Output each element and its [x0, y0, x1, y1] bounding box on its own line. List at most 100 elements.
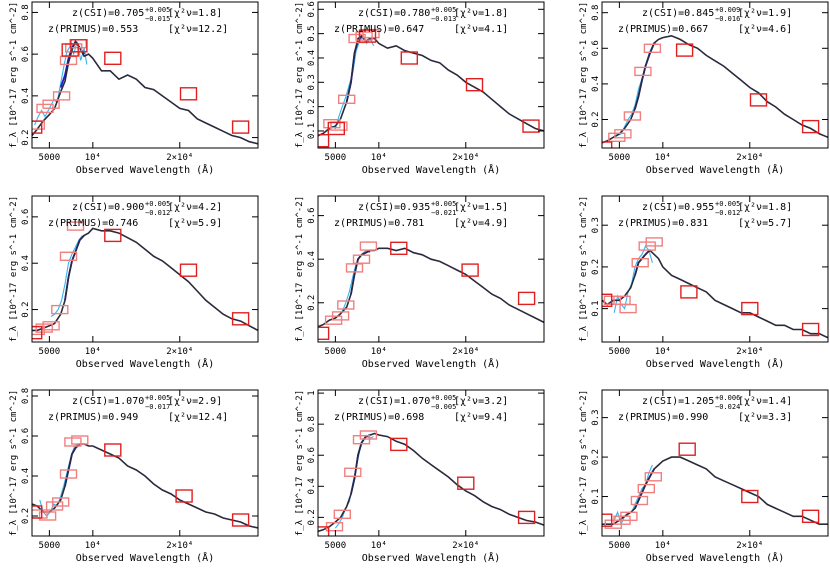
y-tick-label: 0.3: [591, 409, 601, 425]
photometry-box-csi: [461, 263, 479, 277]
photometry-box-primus: [631, 258, 649, 268]
axes-frame: [31, 195, 259, 343]
photometry-box-csi: [457, 476, 475, 490]
y-tick-label: 0.1: [307, 123, 317, 139]
chi2-primus: [χ²ν=4.6]: [738, 24, 792, 35]
z-csi-error-minus: −0.016: [715, 15, 740, 23]
photometry-box-primus: [348, 33, 366, 44]
x-tick-label: 2×10⁴: [736, 153, 763, 163]
x-tick-label: 10⁴: [655, 153, 671, 163]
chi2-csi: [χ²ν=1.8]: [738, 202, 792, 213]
z-csi-error-plus: +0.005: [145, 200, 170, 208]
z-csi-label: z(CSI)=1.070: [72, 396, 144, 407]
y-tick-label: 0.4: [21, 88, 31, 104]
photometry-box-csi: [231, 120, 250, 134]
plot-area: [318, 241, 544, 340]
y-axis-label: f_λ [10^-17 erg s^-1 cm^-2]: [579, 196, 589, 342]
observed-spectrum: [50, 235, 83, 317]
photometry-box-primus: [355, 31, 373, 41]
plot-area: [318, 430, 544, 536]
plot-area: [602, 442, 828, 529]
photometry-box-csi: [801, 509, 820, 523]
observed-spectrum: [338, 249, 371, 317]
chi2-primus: [χ²ν=12.2]: [168, 24, 228, 35]
chi2-primus: [χ²ν=12.4]: [168, 412, 228, 423]
photometry-box-csi: [32, 505, 43, 519]
y-tick-label: 0.3: [591, 217, 601, 233]
photometry-box-primus: [619, 303, 637, 314]
photometry-box-primus: [603, 295, 622, 305]
z-primus-label: z(PRIMUS)=0.990: [618, 412, 708, 423]
plot-area: [602, 34, 828, 148]
chi2-primus: [χ²ν=4.1]: [454, 24, 508, 35]
photometry-box-csi: [801, 119, 820, 134]
chi2-primus: [χ²ν=5.9]: [168, 218, 222, 229]
y-tick-label: 0.2: [591, 259, 601, 275]
z-csi-label: z(CSI)=0.900: [72, 202, 144, 213]
plot-area: [32, 39, 258, 145]
photometry-box-primus: [323, 118, 341, 129]
y-tick-label: 0.8: [21, 388, 31, 404]
photometry-box-csi: [231, 513, 250, 527]
sed-model-line: [602, 249, 828, 339]
x-axis-label: Observed Wavelength (Å): [362, 551, 500, 564]
chi2-csi: [χ²ν=1.5]: [454, 202, 508, 213]
y-tick-label: 0.2: [591, 111, 601, 127]
chi2-primus: [χ²ν=5.7]: [738, 218, 792, 229]
sed-model-line: [318, 35, 544, 137]
z-csi-label: z(CSI)=0.705: [72, 8, 144, 19]
photometry-box-csi: [104, 443, 122, 457]
photometry-box-csi: [465, 77, 484, 92]
y-tick-label: 0.2: [21, 129, 31, 145]
z-primus-label: z(PRIMUS)=0.831: [618, 218, 708, 229]
photometry-box-primus: [66, 221, 85, 231]
z-csi-error-plus: +0.006: [715, 394, 740, 402]
x-axis-label: Observed Wavelength (Å): [76, 163, 214, 176]
photometry-box-csi: [390, 241, 408, 256]
chi2-csi: [χ²ν=1.4]: [738, 396, 792, 407]
y-axis-label: f_λ [10^-17 erg s^-1 cm^-2]: [9, 2, 19, 148]
y-axis-label: f_λ [10^-17 erg s^-1 cm^-2]: [295, 390, 305, 536]
photometry-box-primus: [52, 497, 70, 507]
sed-model-line: [318, 247, 544, 328]
x-tick-label: 5000: [39, 541, 61, 551]
y-tick-label: 1: [307, 390, 317, 395]
photometry-box-primus: [42, 99, 60, 109]
chi2-csi: [χ²ν=4.2]: [168, 202, 222, 213]
photometry-box-csi: [61, 43, 79, 57]
x-tick-label: 5000: [325, 347, 347, 357]
z-primus-label: z(PRIMUS)=0.698: [334, 412, 424, 423]
x-tick-label: 5000: [39, 347, 61, 357]
y-tick-label: 0.1: [591, 488, 601, 504]
photometry-box-csi: [318, 526, 330, 536]
y-tick-label: 0.2: [307, 99, 317, 115]
photometry-box-primus: [637, 483, 655, 494]
y-tick-label: 0.2: [307, 509, 317, 525]
photometry-box-csi: [801, 322, 820, 337]
x-tick-label: 10⁴: [85, 153, 101, 163]
y-tick-label: 0.4: [591, 76, 601, 92]
y-tick-label: 0.6: [307, 1, 317, 17]
photometry-box-primus: [337, 300, 355, 310]
photometry-box-primus: [620, 511, 638, 521]
x-tick-label: 2×10⁴: [452, 541, 479, 551]
x-tick-label: 2×10⁴: [736, 347, 763, 357]
axes-frame: [31, 389, 259, 537]
z-csi-label: z(CSI)=1.205: [642, 396, 714, 407]
photometry-box-primus: [614, 129, 632, 139]
x-tick-label: 10⁴: [85, 541, 101, 551]
sed-model-line: [318, 432, 544, 533]
photometry-box-csi: [70, 39, 88, 53]
y-axis-label: f_λ [10^-17 erg s^-1 cm^-2]: [295, 2, 305, 148]
fit-template: [64, 443, 81, 487]
observed-spectrum: [613, 42, 657, 138]
z-csi-error-plus: +0.009: [715, 6, 740, 14]
photometry-box-csi: [741, 301, 759, 316]
photometry-box-primus: [645, 237, 663, 247]
z-csi-error-plus: +0.005: [145, 6, 170, 14]
chi2-primus: [χ²ν=3.3]: [738, 412, 792, 423]
x-axis-label: Observed Wavelength (Å): [646, 357, 784, 370]
